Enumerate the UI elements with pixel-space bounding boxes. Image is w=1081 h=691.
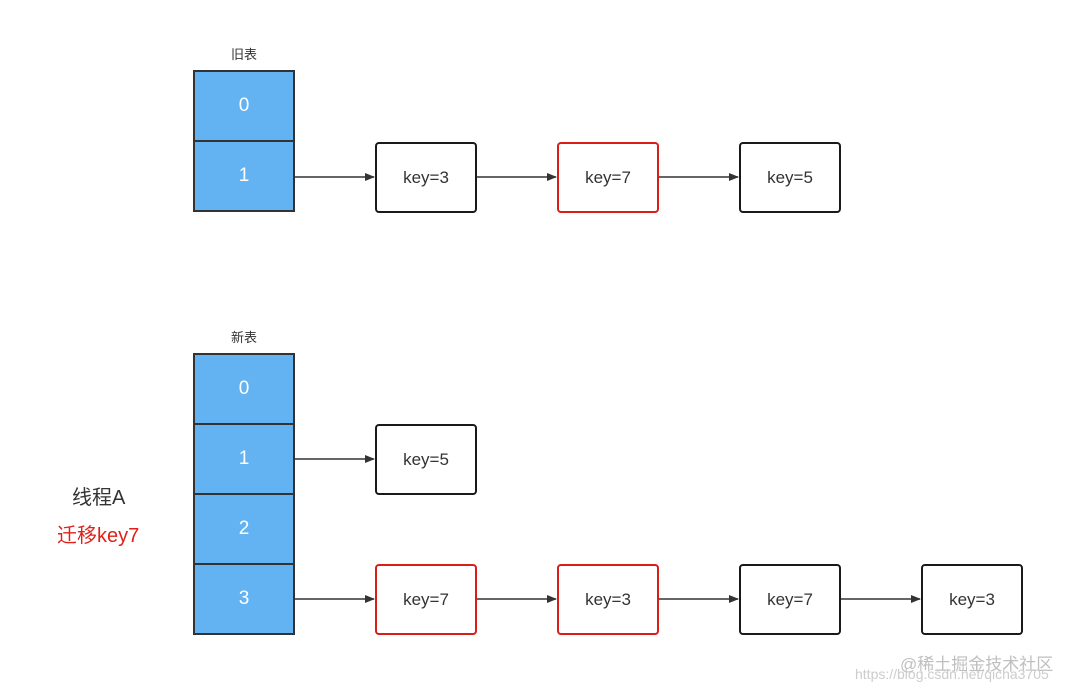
old-node-key7: key=7 — [557, 142, 659, 213]
new-node-key7-b: key=7 — [739, 564, 841, 635]
new-node-key7-a: key=7 — [375, 564, 477, 635]
old-node-key3: key=3 — [375, 142, 477, 213]
migrate-label: 迁移key7 — [57, 525, 140, 547]
old-bucket-1: 1 — [193, 142, 295, 212]
watermark-brand: @稀土掘金技术社区 — [900, 655, 1054, 674]
new-node-key5: key=5 — [375, 424, 477, 495]
old-table-label: 旧表 — [230, 47, 257, 62]
new-node-key3-b: key=3 — [921, 564, 1023, 635]
watermark-url: https://blog.csdn.net/qicha3705 — [855, 666, 1049, 682]
new-bucket-2: 2 — [193, 495, 295, 565]
thread-label: 线程A — [72, 487, 126, 509]
old-bucket-0: 0 — [193, 70, 295, 142]
old-node-key5: key=5 — [739, 142, 841, 213]
new-bucket-1: 1 — [193, 425, 295, 495]
new-table-label: 新表 — [230, 330, 257, 345]
new-bucket-3: 3 — [193, 565, 295, 635]
new-bucket-0: 0 — [193, 353, 295, 425]
new-node-key3-a: key=3 — [557, 564, 659, 635]
